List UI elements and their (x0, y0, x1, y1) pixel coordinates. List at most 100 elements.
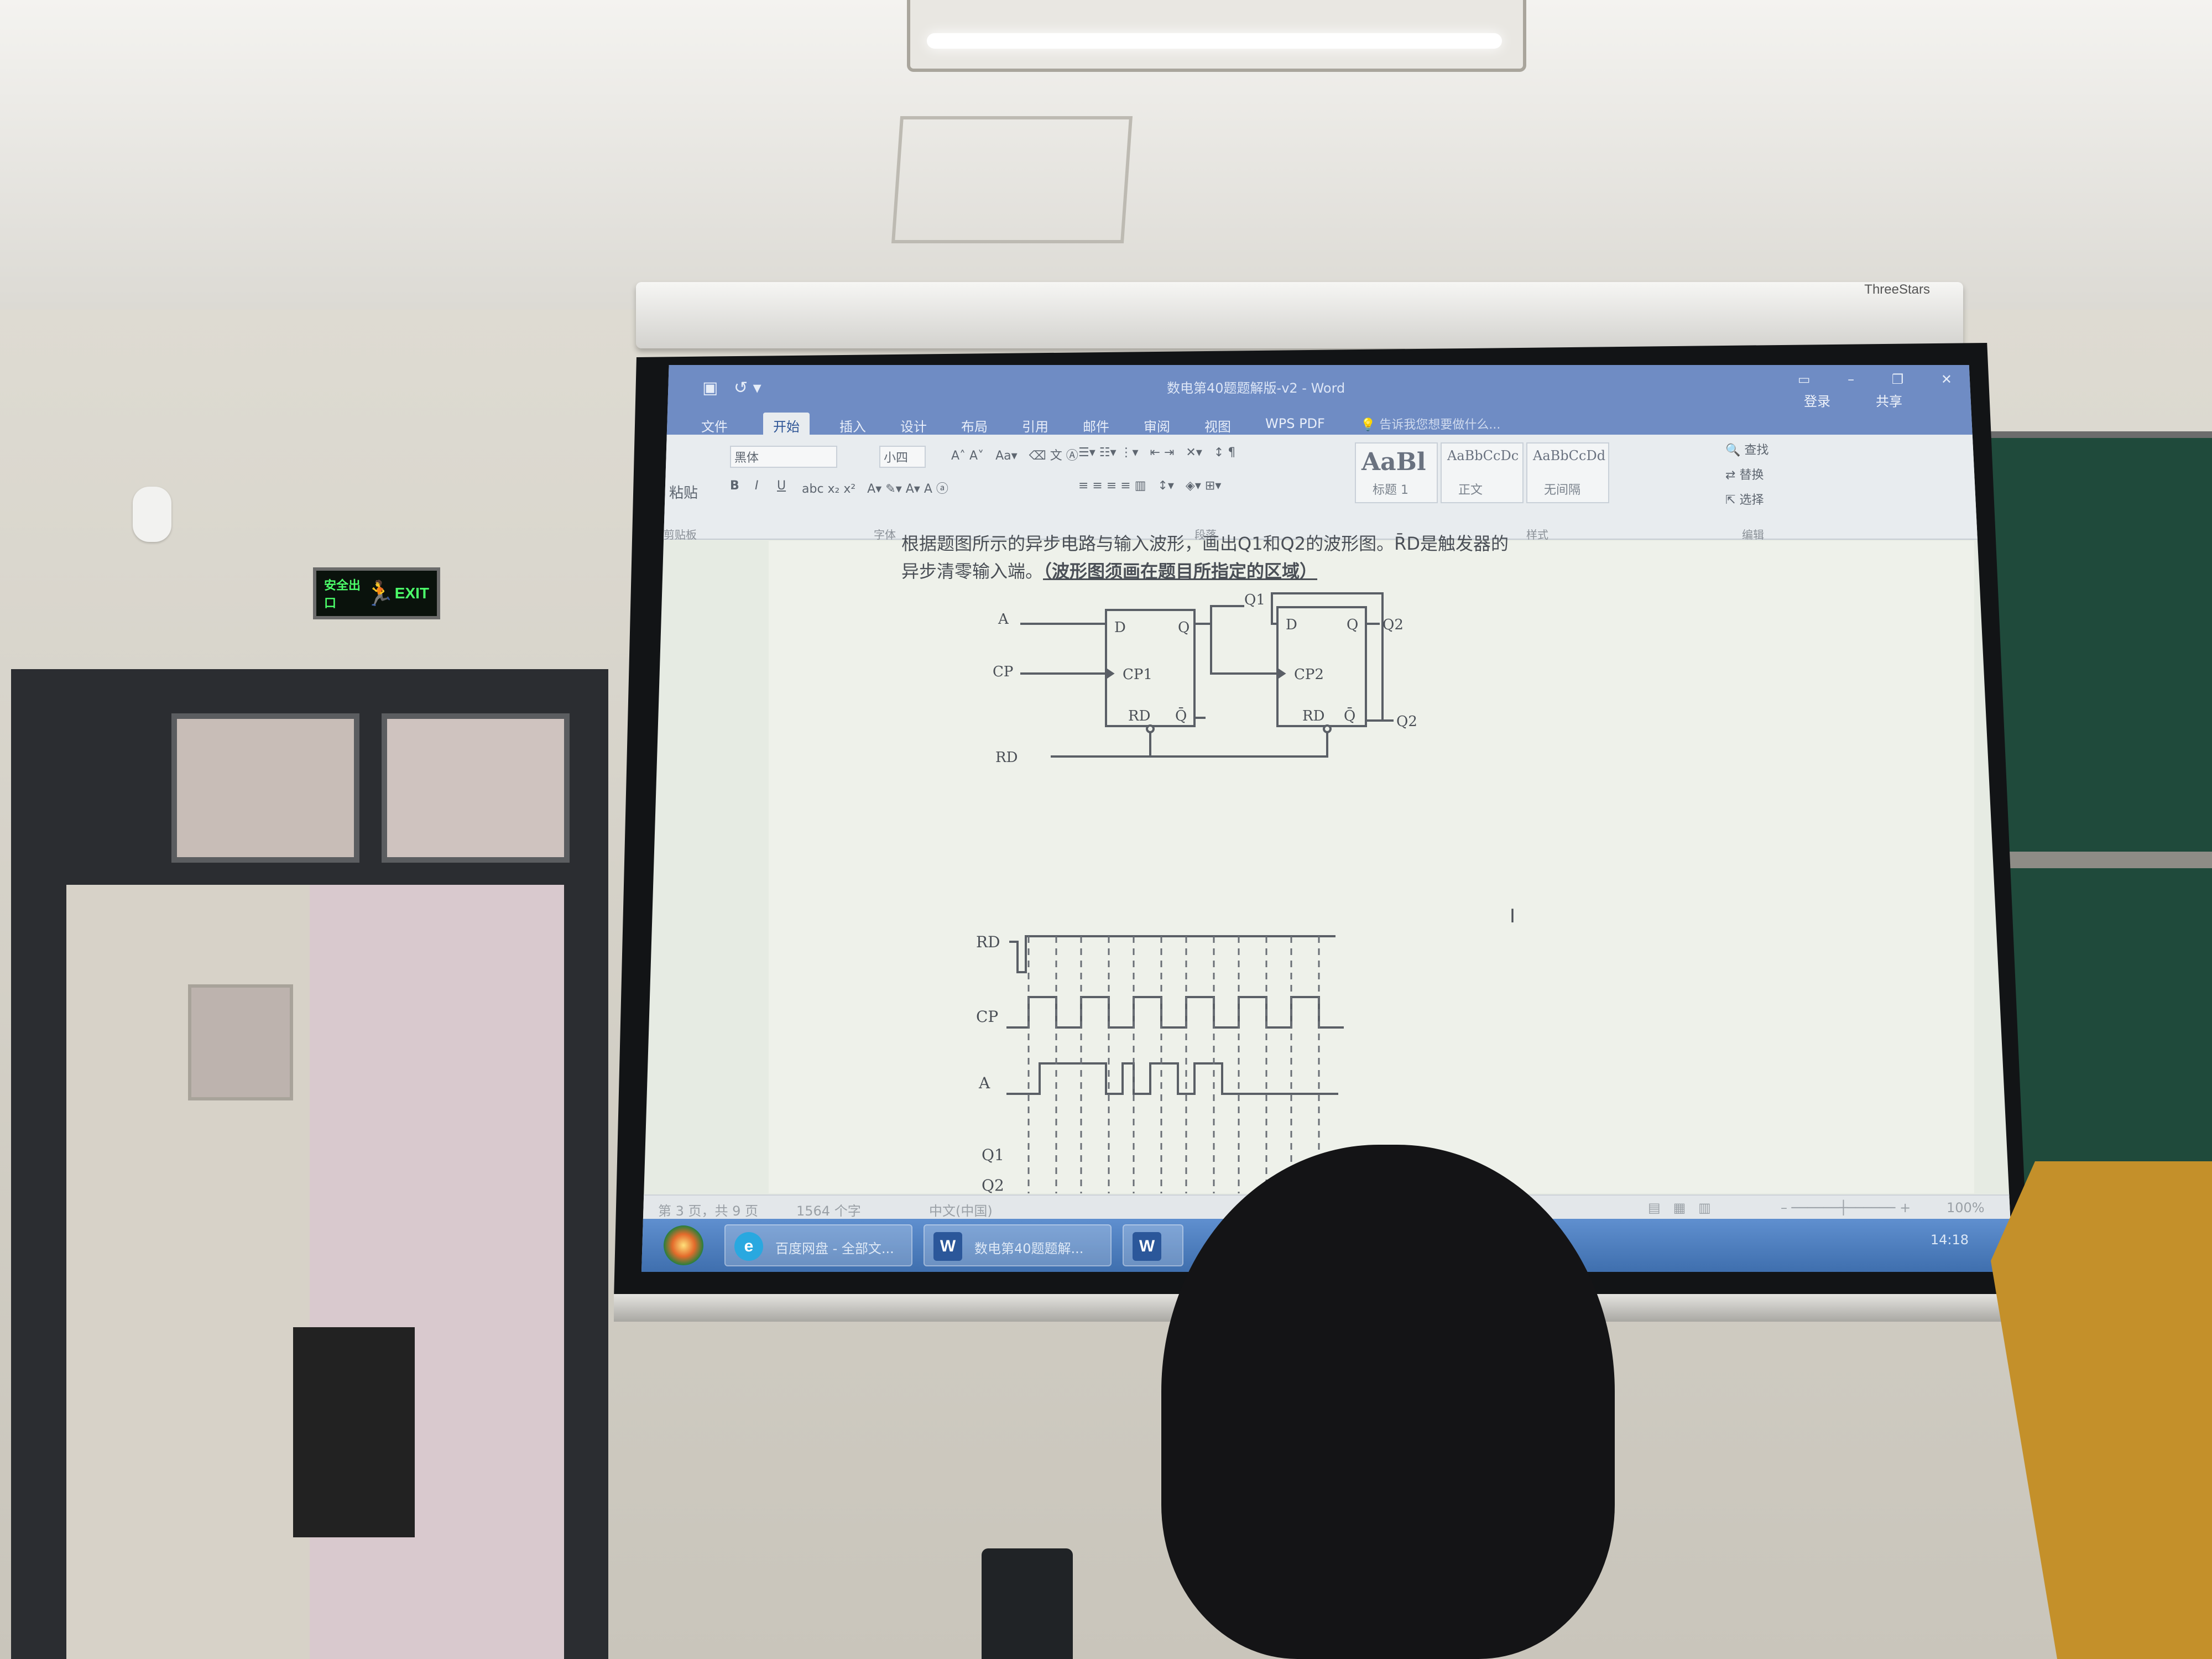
label-A: A (998, 611, 1009, 628)
door-transom-left (171, 713, 359, 863)
ceiling-lamp (907, 0, 1526, 72)
style-name: 标题 1 (1373, 483, 1408, 497)
tell-me-text: 告诉我您想要做什么... (1379, 418, 1501, 432)
font-effects-icons[interactable]: abc x₂ x² A▾ ✎▾ A▾ A ⓐ (802, 482, 948, 496)
tab-wps-pdf[interactable]: WPS PDF (1265, 416, 1325, 431)
quick-access-save-icon[interactable]: ▣ ↺ ▾ (702, 378, 761, 398)
tab-review[interactable]: 审阅 (1144, 419, 1170, 435)
ff2-CP2: CP2 (1294, 666, 1324, 683)
wave-label-CP: CP (976, 1008, 998, 1026)
label-CP: CP (993, 664, 1013, 680)
lamp-tube (927, 33, 1502, 49)
list-icons[interactable]: ☰▾ ☷▾ ⋮▾ ⇤ ⇥ ✕▾ ↕ ¶ (1078, 446, 1236, 460)
document-page[interactable]: 根据题图所示的异步电路与输入波形，画出Q1和Q2的波形图。R̄D是触发器的 异步… (769, 533, 1974, 1193)
view-mode-icons[interactable]: ▤ ▦ ▥ (1648, 1200, 1711, 1215)
tab-home[interactable]: 开始 (763, 413, 810, 439)
status-language[interactable]: 中文(中国) (929, 1203, 993, 1219)
ff2-D: D (1286, 617, 1297, 633)
door-window (188, 984, 293, 1100)
ff1-D: D (1114, 619, 1126, 636)
taskbar-item-word-1[interactable]: W 数电第40题题解... (924, 1224, 1112, 1266)
status-words[interactable]: 1564 个字 (796, 1203, 861, 1219)
align-icons[interactable]: ≡ ≡ ≡ ≡ ▥ ↕▾ ◈▾ ⊞▾ (1078, 479, 1222, 493)
find-button[interactable]: 🔍 查找 (1725, 444, 1769, 457)
exit-sign-cn: 安全出口 (324, 579, 361, 611)
underline-button[interactable]: U (777, 479, 786, 493)
projector-screen-housing: ThreeStars (636, 282, 1963, 348)
water-bottle (982, 1548, 1073, 1659)
style-normal[interactable]: AaBbCcDc 正文 (1441, 442, 1524, 503)
start-button-icon[interactable] (664, 1225, 703, 1265)
paste-button[interactable]: 粘贴 (669, 485, 698, 502)
tab-insert[interactable]: 插入 (839, 419, 866, 435)
doc-line-1: 根据题图所示的异步电路与输入波形，画出Q1和Q2的波形图。R̄D是触发器的 (901, 533, 1509, 554)
replace-label: 替换 (1739, 468, 1764, 482)
tab-design[interactable]: 设计 (900, 419, 927, 435)
style-no-spacing[interactable]: AaBbCcDd 无间隔 (1526, 442, 1609, 503)
tray-clock[interactable]: 14:18 (1930, 1232, 1969, 1248)
wave-label-Q2: Q2 (982, 1176, 1004, 1193)
trash-bin (293, 1327, 415, 1537)
doc-line-2: 异步清零输入端。（波形图须画在题目所指定的区域） (901, 557, 1317, 583)
doorway (288, 885, 564, 1659)
ff1-CP1: CP1 (1123, 666, 1152, 683)
projected-screen: ▣ ↺ ▾ 数电第40题题解版-v2 - Word 登录 共享 ▭ – ❐ ✕ … (641, 365, 2013, 1272)
editing-group-label: 编辑 (1742, 528, 1764, 541)
flipflop-2 (1276, 606, 1367, 727)
tab-mailings[interactable]: 邮件 (1083, 419, 1109, 435)
style-sample: AaBbCcDc (1447, 448, 1519, 463)
taskbar-item-word-2[interactable]: W (1123, 1224, 1183, 1266)
text-cursor-icon: I (1510, 905, 1515, 927)
grow-font-icon[interactable]: A˄ A˅ Aa▾ ⌫ 文 Ⓐ (951, 449, 1078, 463)
doc-line-2-bold: （波形图须画在题目所指定的区域） (1043, 561, 1318, 582)
screen-brand: ThreeStars (1864, 282, 1930, 297)
paragraph-group-label: 段落 (1194, 528, 1217, 541)
share-button[interactable]: 共享 (1876, 394, 1902, 409)
window-title: 数电第40题题解版-v2 - Word (1167, 380, 1345, 396)
doc-line-2-plain: 异步清零输入端。 (901, 561, 1044, 582)
zoom-slider[interactable]: – ──────┼────── + (1781, 1200, 1911, 1215)
tab-file[interactable]: 文件 (701, 419, 728, 435)
ff2-Q: Q (1347, 617, 1358, 633)
exit-sign-en: EXIT (394, 585, 429, 602)
style-sample: AaBbCcDd (1533, 448, 1606, 463)
tab-references[interactable]: 引用 (1022, 419, 1048, 435)
status-page[interactable]: 第 3 页，共 9 页 (658, 1203, 759, 1219)
label-Q2-top: Q2 (1383, 617, 1404, 633)
ribbon-tabs: 文件 开始 插入 设计 布局 引用 邮件 审阅 视图 WPS PDF 💡 告诉我… (641, 409, 2013, 439)
window-controls[interactable]: ▭ – ❐ ✕ (1797, 372, 1969, 387)
wave-RD (1009, 935, 1335, 973)
style-heading1[interactable]: AaBl 标题 1 (1355, 442, 1438, 503)
word-icon: W (933, 1232, 962, 1261)
word-icon: W (1133, 1232, 1161, 1261)
word-titlebar: ▣ ↺ ▾ 数电第40题题解版-v2 - Word 登录 共享 ▭ – ❐ ✕ (641, 365, 2013, 409)
tab-view[interactable]: 视图 (1204, 419, 1231, 435)
font-name-select[interactable]: 黑体 (730, 446, 838, 468)
security-camera-icon (133, 487, 171, 542)
styles-group-label: 样式 (1526, 528, 1548, 541)
select-button[interactable]: ⇱ 选择 (1725, 493, 1764, 507)
find-label: 查找 (1744, 444, 1769, 457)
font-group-label: 字体 (874, 528, 896, 541)
bold-button[interactable]: B (730, 479, 739, 493)
ff1-Q: Q (1178, 619, 1190, 636)
select-label: 选择 (1739, 493, 1764, 507)
label-Q1: Q1 (1244, 592, 1265, 608)
tab-layout[interactable]: 布局 (961, 419, 988, 435)
login-link[interactable]: 登录 (1804, 394, 1830, 409)
taskbar-item-label: 数电第40题题解... (974, 1241, 1084, 1256)
style-name: 正文 (1458, 483, 1483, 497)
status-zoom[interactable]: 100% (1947, 1200, 1985, 1215)
clipboard-group-label: 剪贴板 (664, 528, 697, 541)
font-size-select[interactable]: 小四 (879, 446, 926, 468)
person-head (1161, 1145, 1615, 1659)
tell-me-search[interactable]: 💡 告诉我您想要做什么... (1360, 418, 1501, 432)
style-sample: AaBl (1361, 448, 1426, 476)
replace-button[interactable]: ⇄ 替换 (1725, 468, 1764, 482)
italic-button[interactable]: I (755, 479, 759, 493)
style-name: 无间隔 (1544, 483, 1581, 497)
ff1-Qbar: Q̄ (1175, 707, 1187, 724)
ff2-Qbar: Q̄ (1344, 707, 1355, 724)
taskbar-item-label: 百度网盘 - 全部文... (775, 1241, 894, 1256)
taskbar-item-browser[interactable]: e 百度网盘 - 全部文... (724, 1224, 912, 1266)
